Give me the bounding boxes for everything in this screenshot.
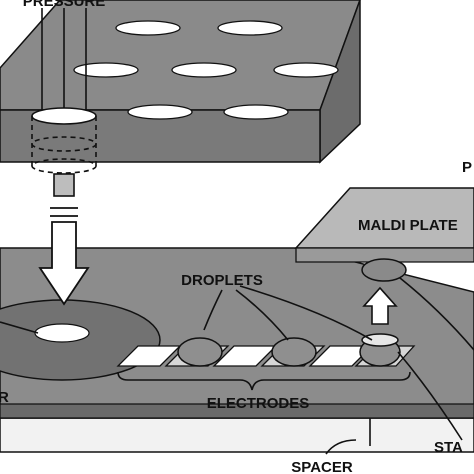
- piston-stub: [53, 173, 75, 197]
- droplets: [177, 333, 401, 367]
- top-plate-holes: [73, 20, 339, 120]
- electrode-1: [116, 345, 182, 367]
- piston-top: [31, 107, 97, 125]
- electrodes-bracket: [117, 371, 411, 391]
- pressure-label: PRESSURE: [23, 0, 106, 10]
- electrode-5: [308, 345, 374, 367]
- r-label-partial: R: [0, 389, 9, 406]
- reservoir-leader-line: [0, 321, 39, 334]
- droplets-leaders: [203, 285, 373, 341]
- maldi-plate: [294, 187, 474, 282]
- spacer-label: SPACER: [291, 459, 353, 474]
- down-arrow-icon: [38, 207, 90, 306]
- droplet-2: [271, 337, 317, 367]
- pressure-piston: [31, 8, 97, 197]
- droplets-label: DROPLETS: [181, 272, 263, 289]
- top-plate-top-face: [0, 0, 361, 111]
- right-leaders: [397, 277, 474, 441]
- reservoir-hole: [34, 323, 90, 343]
- maldi-plate-front: [295, 247, 474, 263]
- substrate-front-edge: [0, 403, 474, 419]
- electrode-3: [212, 345, 278, 367]
- spacer-leader: [325, 418, 371, 455]
- maldi-spot: [361, 258, 407, 282]
- up-arrow-icon: [362, 286, 398, 325]
- reservoir: [0, 299, 161, 381]
- maldi-plate-label: MALDI PLATE: [358, 217, 458, 234]
- droplet-3-cap: [361, 333, 399, 347]
- electrodes-label: ELECTRODES: [207, 395, 310, 412]
- maldi-plate-top: [294, 187, 474, 249]
- droplet-1: [177, 337, 223, 367]
- bottom-glass-layer: [0, 417, 474, 453]
- p-label-partial: P: [462, 159, 472, 176]
- sta-label-partial: STA: [434, 439, 463, 456]
